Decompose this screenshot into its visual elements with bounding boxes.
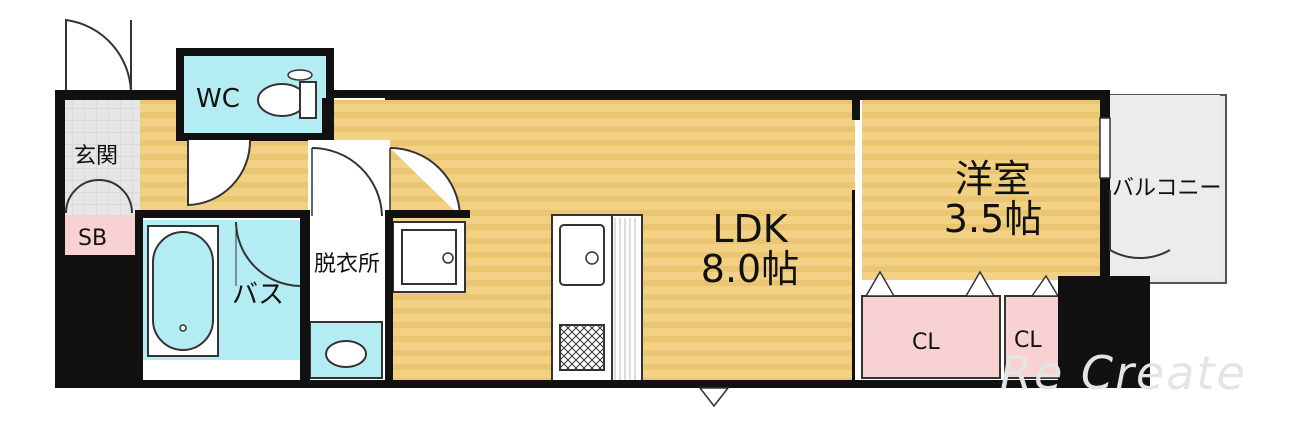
toilet-room [176, 48, 334, 207]
entrance-arrow [698, 387, 730, 408]
kitchen-counter [551, 214, 643, 386]
bath-room [142, 220, 304, 360]
watermark: Re Create [1000, 346, 1247, 400]
dressing-room [308, 140, 466, 380]
ldk-label-size: 8.0帖 [700, 246, 800, 291]
bath-label: バス [232, 280, 285, 310]
entrance-label: 玄関 [74, 144, 119, 169]
walls [55, 90, 1150, 388]
closet-1-label: CL [912, 330, 940, 355]
balcony-label: バルコニー [1112, 176, 1222, 201]
balcony [1107, 94, 1227, 284]
western-room-label-size: 3.5帖 [943, 196, 1043, 241]
closet-2-label: CL [1014, 328, 1042, 353]
toilet-label: WC [196, 84, 240, 114]
dressing-room-label: 脱衣所 [314, 252, 381, 277]
ldk-label-name: LDK [712, 207, 788, 251]
western-room-label: 洋室 3.5帖 [918, 157, 1068, 241]
entrance-area [62, 18, 140, 255]
ldk-label: LDK 8.0帖 [680, 207, 820, 291]
closets [861, 270, 1061, 379]
balcony-door [1099, 117, 1171, 260]
shoe-box-label: SB [78, 226, 108, 251]
western-room-label-name: 洋室 [954, 157, 1031, 201]
